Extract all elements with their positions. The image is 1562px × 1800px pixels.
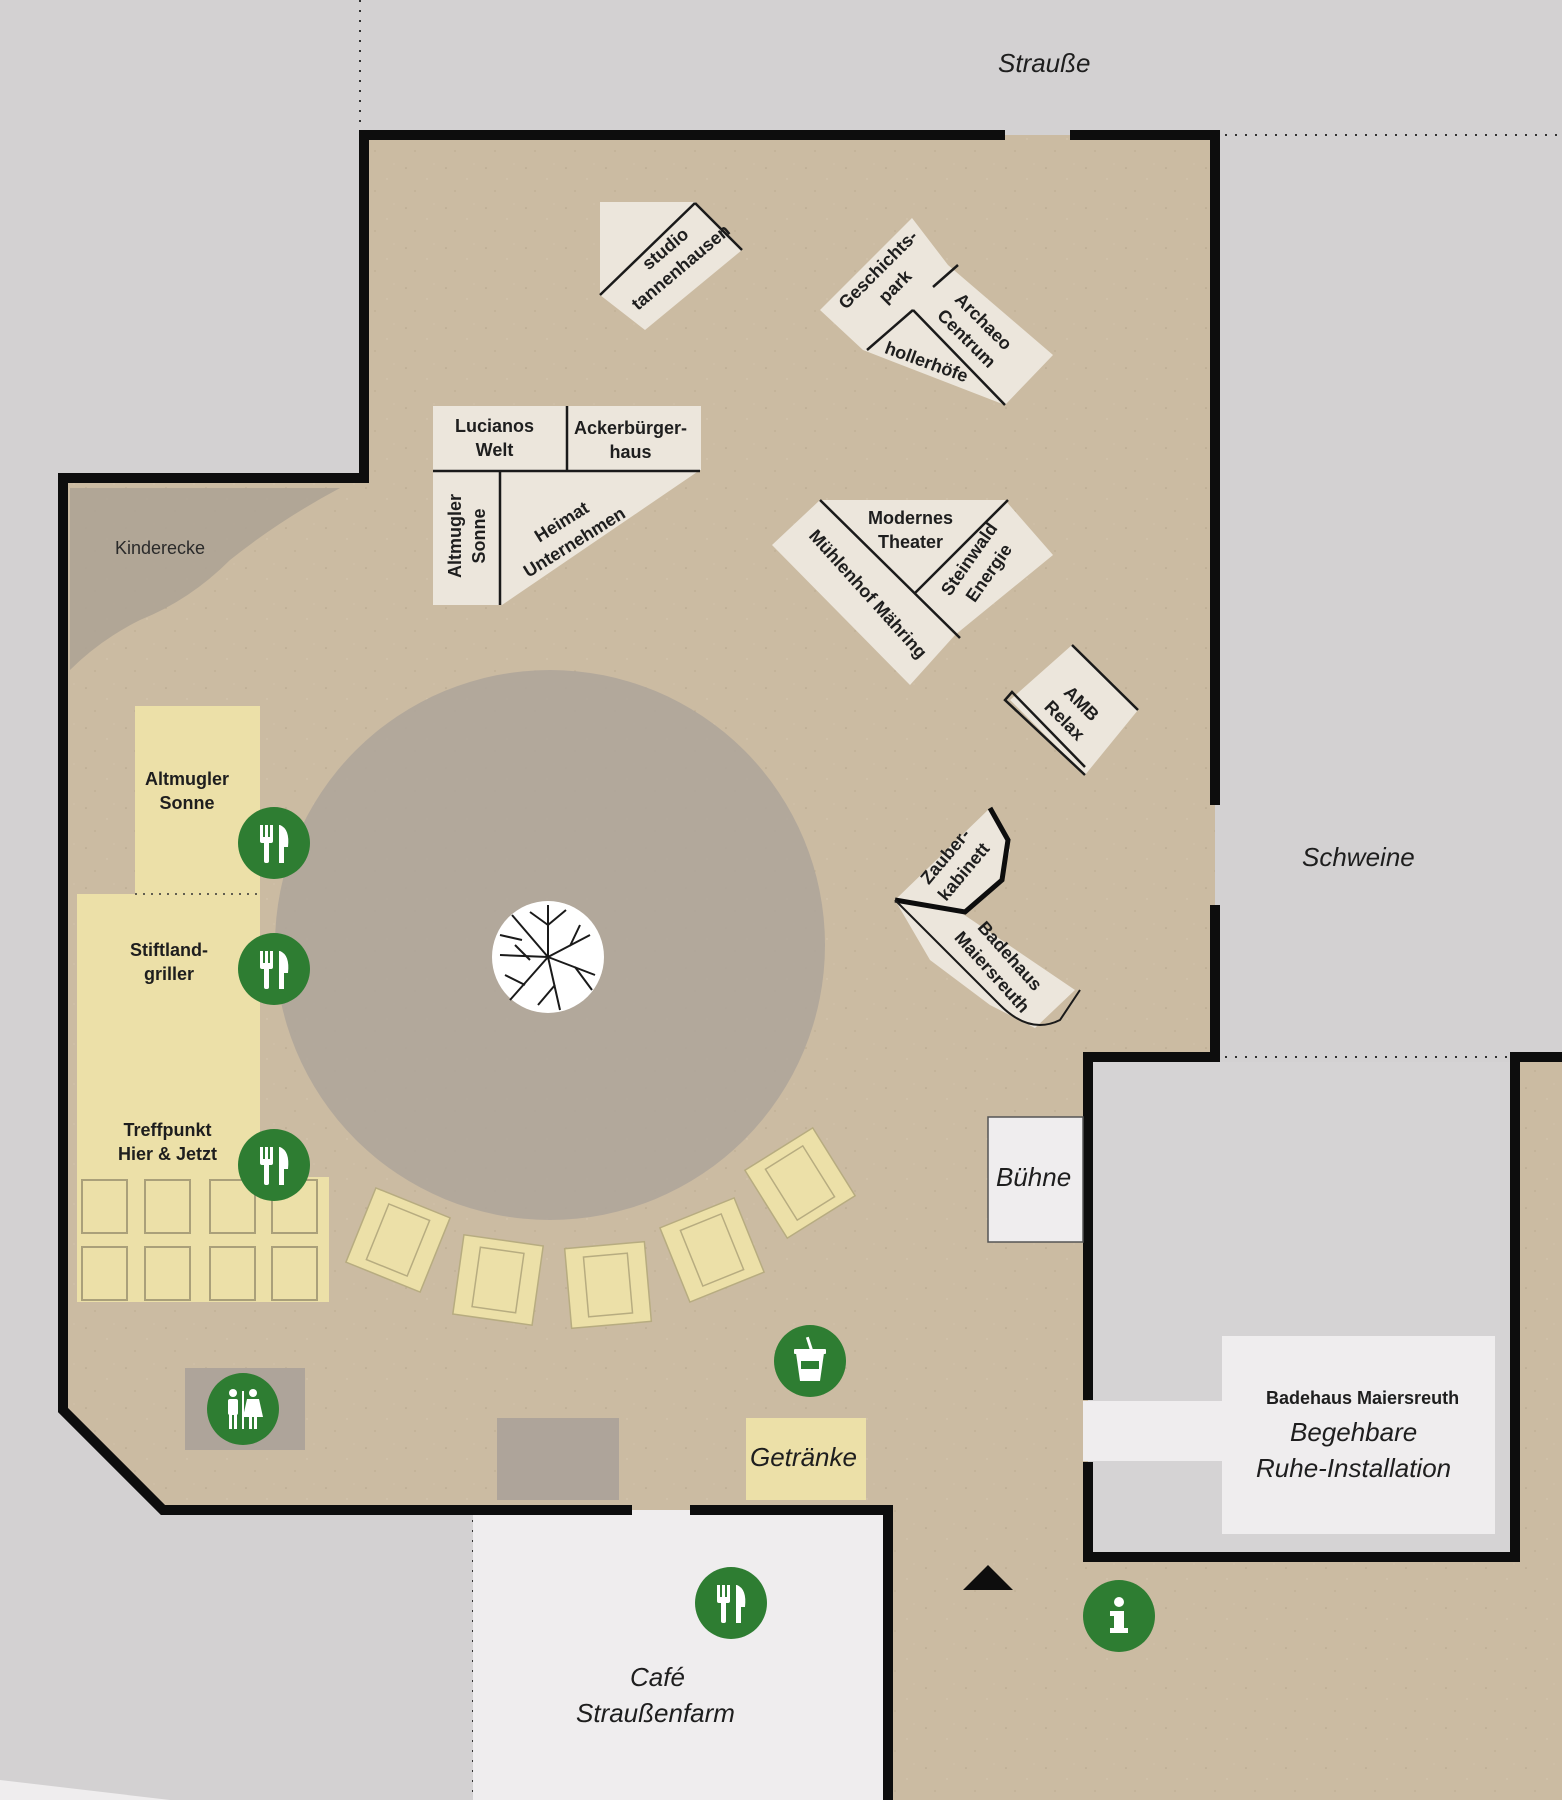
tree-icon	[492, 901, 604, 1013]
strausse-label: Strauße	[998, 48, 1091, 78]
food-benches	[81, 1179, 318, 1301]
restaurant-pin[interactable]	[238, 1129, 310, 1201]
cafe-label-line1: Café	[630, 1662, 685, 1692]
entrance-triangle-icon	[963, 1565, 1013, 1590]
restroom-pin[interactable]	[207, 1373, 279, 1445]
getraenke-label: Getränke	[750, 1442, 857, 1472]
info-icon	[1110, 1597, 1128, 1633]
fork-knife-icon	[717, 1585, 746, 1623]
booths	[433, 202, 1138, 1028]
food-stiftland-label: Stiftland-griller	[130, 940, 208, 984]
grey-block	[497, 1418, 619, 1500]
cafe-label-line2: Straußenfarm	[576, 1698, 735, 1728]
badehaus-booth-outline	[894, 899, 1081, 1026]
food-stalls	[77, 706, 329, 1302]
badehaus-room-title: Badehaus Maiersreuth	[1266, 1388, 1460, 1408]
badehaus-room-line1: Begehbare	[1290, 1417, 1418, 1447]
kinderecke-label: Kinderecke	[115, 538, 206, 558]
restaurant-pin[interactable]	[695, 1567, 767, 1639]
badehaus-room	[1222, 1336, 1495, 1534]
fork-knife-icon	[260, 951, 289, 989]
kinderecke-area	[70, 488, 340, 670]
white-corner	[0, 1780, 170, 1800]
restroom-icon	[228, 1389, 263, 1429]
fork-knife-icon	[260, 1147, 289, 1185]
picnic-tables	[344, 1126, 857, 1330]
zauberkabinett-wall	[894, 806, 1011, 915]
walls	[58, 130, 1562, 1800]
info-pin[interactable]	[1083, 1580, 1155, 1652]
drink-pin[interactable]	[774, 1325, 846, 1397]
restaurant-pin[interactable]	[238, 807, 310, 879]
cafe-room	[473, 1510, 886, 1800]
annex-corridor	[1083, 1401, 1223, 1461]
restaurant-pin[interactable]	[238, 933, 310, 1005]
stage	[987, 1116, 1084, 1243]
badehaus-room-line2: Ruhe-Installation	[1256, 1453, 1452, 1483]
getraenke-stand	[746, 1418, 866, 1500]
schweine-label: Schweine	[1302, 842, 1415, 872]
cup-icon	[794, 1336, 826, 1381]
fork-knife-icon	[260, 825, 289, 863]
booth-dividers	[433, 202, 1139, 776]
booth-ackerbuerger-label: Ackerbürger-haus	[574, 418, 688, 462]
stage-label: Bühne	[996, 1162, 1072, 1192]
